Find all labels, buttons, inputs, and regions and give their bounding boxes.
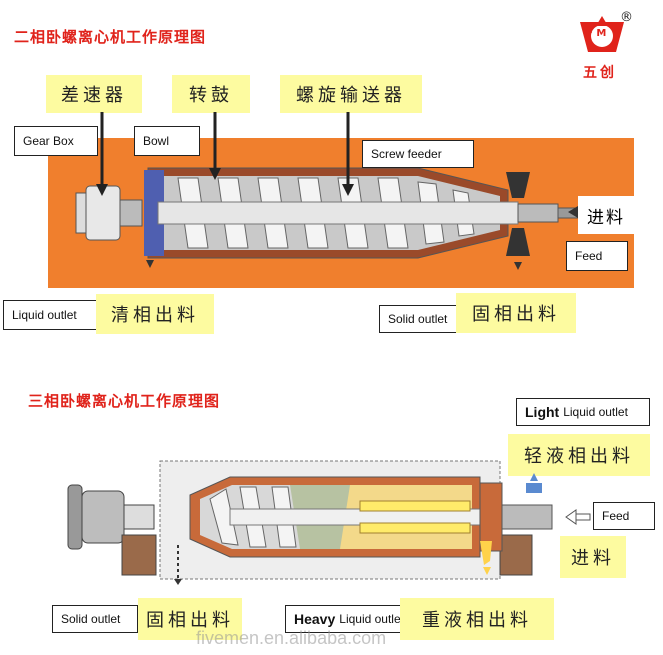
label-cn-light-liquid: 轻液相出料 <box>508 434 650 476</box>
heavy-bold: Heavy <box>294 611 336 627</box>
label-cn-heavy-liquid: 重液相出料 <box>400 598 554 640</box>
three-phase-title: 三相卧螺离心机工作原理图 <box>28 392 221 410</box>
brand-name: 五创 <box>583 65 617 81</box>
label-en-bowl: Bowl <box>134 126 200 156</box>
two-phase-title: 二相卧螺离心机工作原理图 <box>14 28 207 46</box>
label-en-feed-3: Feed <box>593 502 655 530</box>
label-cn-feed-3: 进料 <box>560 536 626 578</box>
label-en-gearbox: Gear Box <box>14 126 98 156</box>
two-phase-centrifuge-drawing <box>75 167 584 270</box>
feed-arrow-icon <box>565 509 591 525</box>
three-phase-centrifuge-drawing <box>67 460 553 585</box>
label-cn-gearbox: 差速器 <box>46 75 142 113</box>
label-cn-screw: 螺旋输送器 <box>280 75 422 113</box>
label-cn-liquid: 清相出料 <box>96 294 214 334</box>
label-en-solid-3: Solid outlet <box>52 605 138 633</box>
watermark: fivemen.en.alibaba.com <box>196 628 387 648</box>
brand-logo-icon <box>580 16 624 52</box>
logo-letters: F M <box>586 28 607 39</box>
label-cn-solid-3: 固相出料 <box>138 598 242 640</box>
light-bold: Light <box>525 404 560 420</box>
label-en-feed: Feed <box>566 241 628 271</box>
label-en-solid: Solid outlet <box>379 305 461 333</box>
label-cn-bowl: 转鼓 <box>172 75 250 113</box>
registered-mark: ® <box>620 10 633 25</box>
heavy-rest: Liquid outlet <box>339 612 404 626</box>
label-cn-feed: 进料 <box>578 196 634 234</box>
label-en-screw: Screw feeder <box>362 140 474 168</box>
label-cn-solid: 固相出料 <box>456 293 576 333</box>
label-en-liquid: Liquid outlet <box>3 300 107 330</box>
light-rest: Liquid outlet <box>563 405 628 419</box>
